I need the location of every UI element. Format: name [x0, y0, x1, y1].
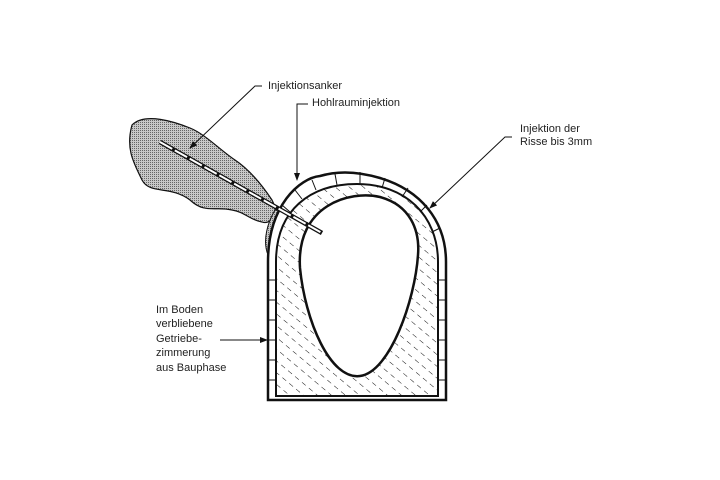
- timbering-joints: [268, 172, 446, 381]
- tunnel-opening: [298, 194, 420, 378]
- leader-cavity: [294, 103, 308, 181]
- label-timbering-3: Getriebe-: [156, 333, 202, 345]
- leader-anchor: [189, 85, 262, 149]
- label-crack-injection-2: Risse bis 3mm: [520, 136, 593, 148]
- label-timbering-5: aus Bauphase: [156, 362, 227, 374]
- label-injection-anchor: Injektionsanker: [268, 80, 342, 92]
- label-crack-injection-1: Injektion der: [520, 123, 580, 135]
- loose-rock-zone: [129, 118, 276, 224]
- label-timbering-4: zimmerung: [156, 347, 211, 359]
- label-timbering-2: verbliebene: [156, 318, 213, 330]
- leader-cracks: [429, 136, 512, 209]
- label-cavity-injection: Hohlrauminjektion: [312, 97, 401, 109]
- label-timbering-1: Im Boden: [156, 304, 204, 316]
